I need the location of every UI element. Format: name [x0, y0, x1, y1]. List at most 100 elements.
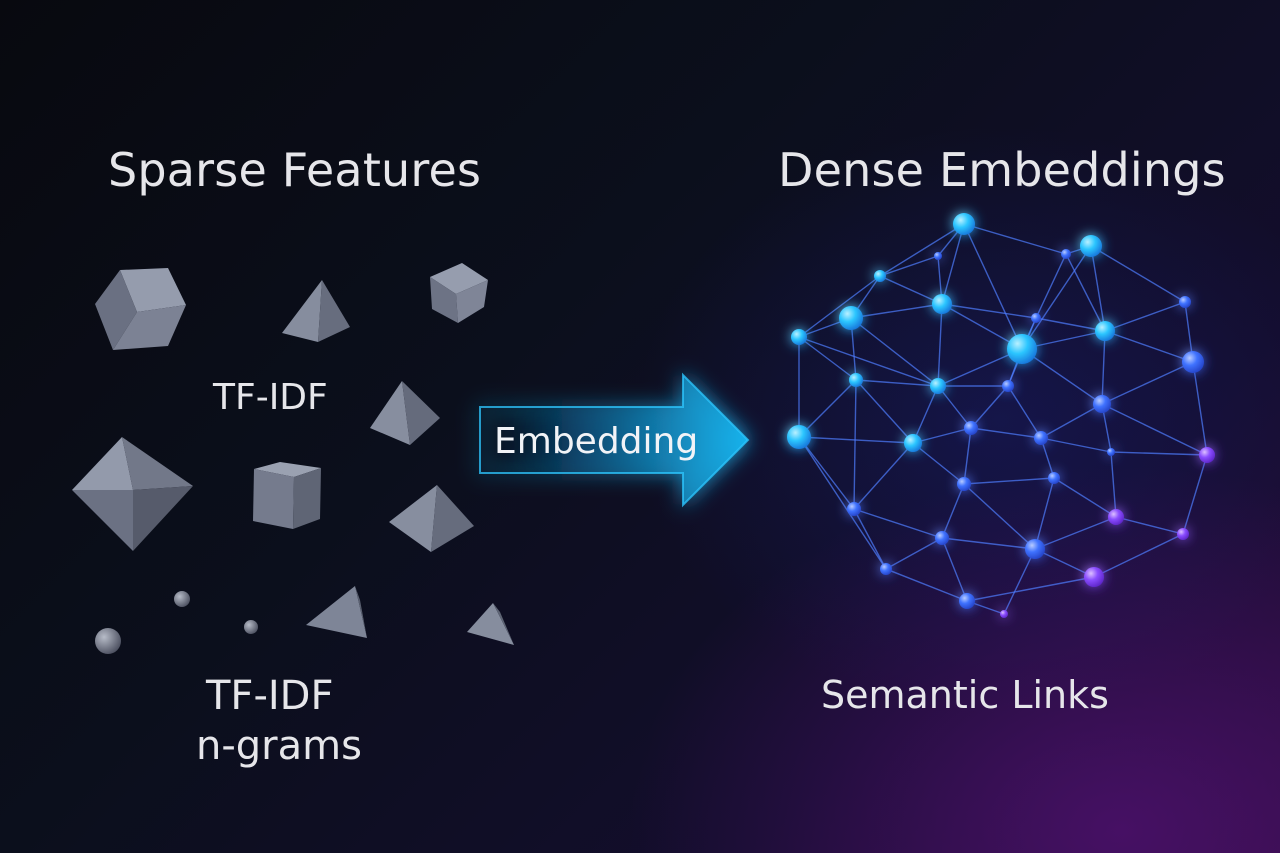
network-edge: [963, 223, 1023, 350]
network-node: [1095, 321, 1115, 341]
network-node: [1000, 610, 1008, 618]
network-edge: [1040, 437, 1055, 479]
network-edge: [1104, 330, 1194, 363]
network-edge: [937, 348, 1023, 387]
sphere-shape: [244, 620, 258, 634]
network-edge: [941, 537, 1036, 550]
network-edge: [1090, 245, 1106, 332]
network-edge: [855, 379, 939, 387]
network-edge: [885, 537, 943, 570]
network-edge: [1090, 245, 1186, 303]
embedding-arrow-label: Embedding: [494, 421, 699, 462]
network-edge: [1110, 451, 1208, 456]
network-edge: [1035, 317, 1106, 332]
dense-embedding-network: [787, 213, 1215, 618]
network-edge: [1034, 548, 1095, 578]
network-node: [1108, 509, 1124, 525]
pyramid-shape: [282, 280, 350, 342]
sphere-shape: [174, 591, 190, 607]
network-edge: [879, 223, 965, 277]
network-edge: [1115, 516, 1184, 535]
network-node: [1177, 528, 1189, 540]
network-edge: [853, 508, 943, 539]
network-edge: [963, 223, 1067, 255]
tetrahedron-shape: [370, 381, 440, 445]
network-edge: [1003, 548, 1036, 615]
network-edge: [966, 576, 1095, 602]
network-edge: [941, 483, 965, 539]
dense-embeddings-title: Dense Embeddings: [778, 143, 1226, 197]
network-edge: [1101, 361, 1194, 405]
network-node: [1031, 313, 1041, 323]
embedding-arrow: [479, 372, 750, 508]
tfidf-label-secondary: TF-IDF: [206, 673, 334, 719]
network-edge: [850, 317, 939, 387]
octahedron-shape: [72, 437, 193, 551]
network-node: [1048, 472, 1060, 484]
network-edge: [1101, 330, 1106, 405]
network-node: [1179, 296, 1191, 308]
sphere-shape: [95, 628, 121, 654]
network-edge: [970, 385, 1009, 429]
network-node: [959, 593, 975, 609]
network-node: [957, 477, 971, 491]
network-node: [1107, 448, 1115, 456]
network-node: [932, 294, 952, 314]
network-nodes: [787, 213, 1215, 618]
network-edge: [937, 385, 972, 429]
network-edge: [912, 427, 972, 444]
network-edge: [798, 379, 857, 438]
network-edge: [912, 442, 965, 485]
network-edge: [912, 385, 939, 444]
network-edge: [941, 537, 968, 602]
network-edge: [941, 303, 1037, 319]
network-edge: [1040, 403, 1103, 439]
ngrams-label: n-grams: [196, 723, 362, 769]
network-node: [791, 329, 807, 345]
network-edge: [1053, 477, 1117, 518]
network-edge: [941, 223, 965, 305]
network-edge: [963, 483, 1036, 550]
pyramid-shape: [389, 485, 474, 552]
network-node: [1199, 447, 1215, 463]
network-node: [874, 270, 886, 282]
network-edge: [1007, 385, 1042, 439]
network-node: [934, 252, 942, 260]
network-node: [847, 502, 861, 516]
network-edge: [1093, 533, 1184, 578]
network-node: [1034, 431, 1048, 445]
network-edge: [1192, 361, 1208, 456]
network-edge: [1035, 253, 1067, 319]
tfidf-label: TF-IDF: [213, 377, 328, 418]
network-edge: [853, 508, 887, 570]
cube-shape: [430, 263, 488, 323]
network-node: [849, 373, 863, 387]
network-edge: [1104, 301, 1186, 332]
network-edge: [963, 427, 972, 485]
network-node: [953, 213, 975, 235]
network-edge: [1110, 451, 1117, 518]
network-edge: [853, 379, 857, 510]
network-node: [1061, 249, 1071, 259]
network-node: [1093, 395, 1111, 413]
network-edge: [798, 275, 881, 338]
network-edge: [1101, 403, 1208, 456]
network-node: [930, 378, 946, 394]
network-node: [1182, 351, 1204, 373]
sparse-feature-shapes: [72, 263, 514, 654]
cube-shape: [95, 268, 186, 350]
semantic-links-caption: Semantic Links: [821, 673, 1109, 717]
network-edges: [798, 223, 1208, 615]
network-edge: [798, 436, 887, 570]
network-edge: [937, 303, 943, 387]
network-edge: [855, 379, 914, 444]
network-node: [964, 421, 978, 435]
network-edge: [1021, 245, 1092, 350]
network-node: [1080, 235, 1102, 257]
network-node: [1002, 380, 1014, 392]
cube-shape: [253, 462, 321, 529]
network-edge: [1182, 454, 1208, 535]
network-node: [839, 306, 863, 330]
network-edge: [963, 477, 1055, 485]
